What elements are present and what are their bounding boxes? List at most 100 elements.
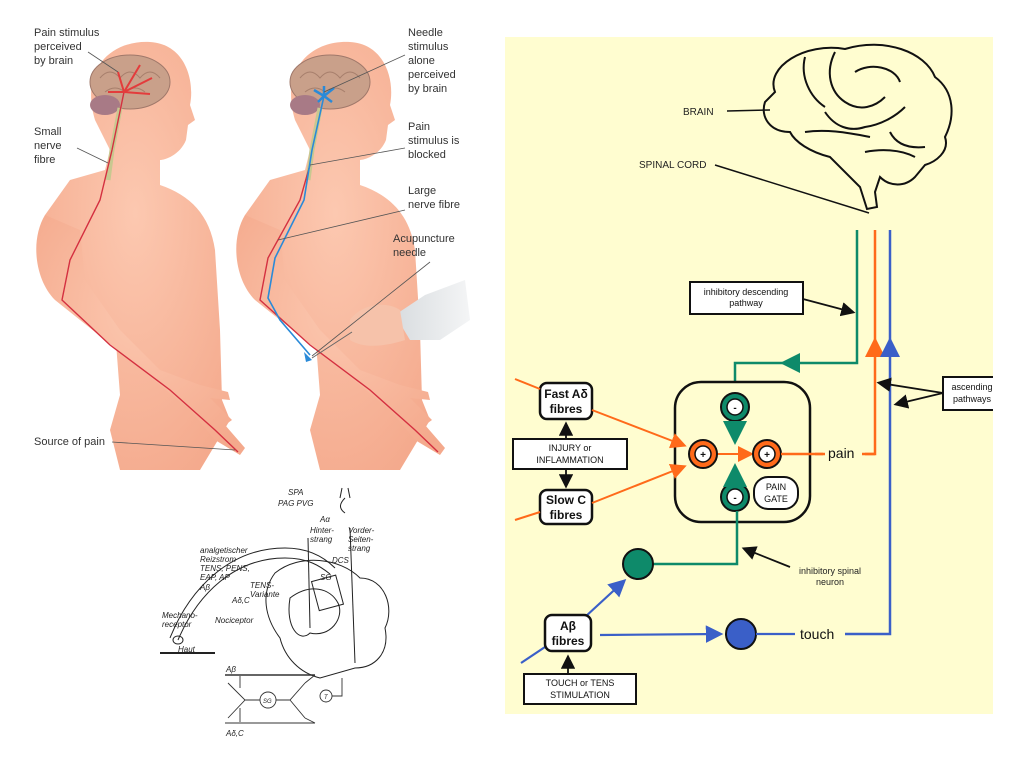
body-silhouette — [240, 41, 430, 470]
label-pain-blocked-2: stimulus is — [408, 135, 460, 147]
svg-text:STIMULATION: STIMULATION — [550, 690, 610, 700]
label-acupuncture-needle-2: needle — [393, 247, 426, 259]
inhibitory-node-bottom: - — [720, 482, 750, 512]
pain-label-bg — [825, 442, 865, 462]
dorsal-root-inner — [177, 557, 331, 641]
inhibitory-node-top: - — [720, 392, 750, 422]
circuit-abeta: Aβ — [225, 665, 236, 674]
brain-label: BRAIN — [683, 107, 714, 118]
ascending-leader-2 — [893, 392, 944, 409]
gate-theory-illustration: Pain stimulus perceived by brain Small n… — [34, 27, 470, 470]
slow-fibres-box: Slow C fibres — [538, 488, 594, 526]
spinal-cord-sketch: SPA PAG PVG Aα Hinter- strang Vorder- Se… — [160, 487, 390, 738]
sketch-a-alpha: Aα — [319, 515, 330, 524]
svg-text:fibres: fibres — [550, 402, 583, 416]
arm — [236, 215, 445, 455]
sketch-tens-variant-2: Variante — [250, 590, 280, 599]
svg-text:Slow C: Slow C — [546, 493, 586, 507]
spinal-cord-outline — [265, 559, 390, 679]
sketch-pag-pvg: PAG PVG — [278, 499, 313, 508]
body-silhouette — [40, 41, 230, 470]
svg-text:ascending: ascending — [951, 382, 992, 392]
leader-lines — [76, 51, 236, 451]
sketch-tens-variant: TENS- — [250, 581, 274, 590]
sketch-hinterstrang: Hinter- — [310, 526, 334, 535]
svg-text:-: - — [733, 493, 736, 504]
svg-text:GATE: GATE — [764, 494, 788, 504]
circuit-t: T — [324, 695, 329, 701]
svg-text:pathways: pathways — [953, 394, 992, 404]
sketch-hinterstrang-2: strang — [310, 535, 333, 544]
label-needle-perceived: Needle — [408, 27, 443, 39]
cerebellum — [90, 95, 120, 115]
sketch-spa: SPA — [288, 488, 303, 497]
label-large-fibre-2: nerve fibre — [408, 199, 460, 211]
diagram-background — [505, 37, 993, 714]
svg-text:INFLAMMATION: INFLAMMATION — [536, 455, 603, 465]
sketch-stim-4: EAP, AP — [200, 573, 230, 582]
figure-pain-pathway: Pain stimulus perceived by brain Small n… — [34, 27, 245, 470]
grey-matter — [288, 588, 341, 637]
svg-text:TOUCH or TENS: TOUCH or TENS — [546, 678, 615, 688]
touch-ascending-line — [845, 230, 892, 636]
label-large-fibre: Large — [408, 185, 436, 197]
svg-text:pathway: pathway — [729, 298, 763, 308]
fast-fibre-input — [514, 378, 541, 390]
abeta-to-inhibitory — [584, 579, 627, 618]
figure-acupuncture-blocking: Needle stimulus alone perceived by brain… — [236, 27, 470, 470]
label-needle-perceived-5: by brain — [408, 83, 447, 95]
spinal-cord-leader — [714, 164, 870, 214]
label-small-fibre-3: fibre — [34, 154, 55, 166]
abeta-fibres-box: Aβ fibres — [543, 613, 593, 653]
mechanoreceptor — [172, 635, 184, 645]
touch-neuron — [725, 618, 757, 650]
label-source-of-pain: Source of pain — [34, 436, 105, 448]
label-needle-perceived-3: alone — [408, 55, 435, 67]
inhibitory-neuron-label-2: neuron — [816, 577, 844, 587]
svg-text:PAIN: PAIN — [766, 482, 786, 492]
label-pain-perceived: Pain stimulus — [34, 27, 100, 39]
pain-gate-label: PAIN GATE — [753, 476, 799, 510]
label-pain-blocked: Pain — [408, 121, 430, 133]
sketch-dcs: DCS — [332, 556, 350, 565]
fast-fibres-box: Fast Aδ fibres — [538, 381, 594, 421]
large-nerve-fibre — [267, 95, 325, 356]
ascending-leader-1 — [876, 377, 944, 394]
needle-insertion-marker — [304, 352, 312, 362]
svg-text:Aβ: Aβ — [560, 619, 576, 633]
svg-text:+: + — [764, 450, 770, 461]
sketch-vorderseitenstrang-2: Seiten- — [348, 535, 374, 544]
pain-label: pain — [828, 445, 854, 461]
inhibitory-neuron-leader — [741, 546, 791, 568]
needle-stimulus-star — [313, 86, 335, 103]
svg-text:inhibitory descending: inhibitory descending — [704, 287, 789, 297]
svg-text:fibres: fibres — [550, 508, 583, 522]
small-nerve-fibre — [61, 91, 239, 453]
injury-box: INJURY or INFLAMMATION — [512, 438, 628, 470]
label-pain-perceived-3: by brain — [34, 55, 73, 67]
descending-pathway-box: inhibitory descending pathway — [689, 281, 804, 315]
excitatory-node-right: + — [752, 439, 782, 469]
leader-lines — [277, 54, 431, 357]
label-small-fibre-2: nerve — [34, 140, 62, 152]
sketch-stim-3: TENS, PENS, — [200, 564, 250, 573]
inhibitory-neuron-line — [653, 511, 739, 566]
svg-text:INJURY or: INJURY or — [549, 443, 592, 453]
brain-outline — [762, 43, 953, 211]
sg-box — [310, 574, 345, 612]
svg-text:-: - — [733, 403, 736, 414]
sketch-mechanoreceptor-2: receptor — [162, 620, 192, 629]
sketch-adelta-c: Aδ,C — [231, 596, 250, 605]
sketch-mechanoreceptor: Mechano- — [162, 611, 198, 620]
sketch-stim-1: analgetischer — [200, 546, 248, 555]
sketch-stim-2: Reizstrom — [200, 555, 236, 564]
sketch-vorderseitenstrang: Vorder- — [348, 526, 375, 535]
svg-text:+: + — [700, 450, 706, 461]
label-small-fibre: Small — [34, 126, 62, 138]
label-pain-perceived-2: perceived — [34, 41, 82, 53]
brain — [289, 54, 371, 110]
dorsal-root — [169, 547, 336, 639]
pain-signal-arrows — [108, 64, 153, 95]
abeta-input — [520, 646, 546, 664]
brain-leader — [726, 109, 771, 112]
